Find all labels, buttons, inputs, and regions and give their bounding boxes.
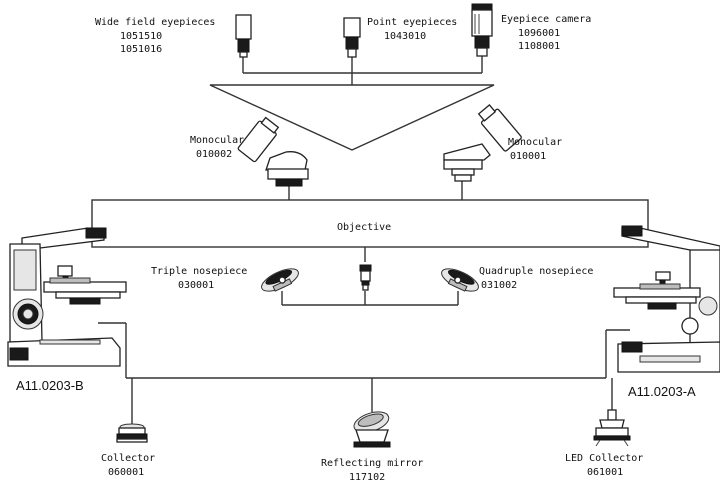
- eyepiece-camera-code-1: 1096001: [518, 28, 560, 39]
- microscope-right-illustration: [613, 225, 720, 373]
- labels: Wide field eyepieces 1051510 1051016 Poi…: [16, 14, 696, 483]
- monocular-left-code: 010002: [196, 149, 232, 160]
- wide-field-eyepiece-icon: [235, 14, 252, 58]
- objective-lens-icon: [359, 264, 372, 291]
- collector-code: 060001: [108, 467, 144, 478]
- monocular-right-title: Monocular: [508, 137, 562, 148]
- wide-field-title: Wide field eyepieces: [95, 17, 215, 28]
- collector-title: Collector: [101, 453, 155, 464]
- collector-icon: [116, 423, 148, 443]
- led-collector-code: 061001: [587, 467, 623, 478]
- microscope-left-illustration: [7, 227, 127, 367]
- model-label-right: A11.0203-A: [628, 384, 696, 399]
- quadruple-nosepiece-title: Quadruple nosepiece: [479, 266, 593, 277]
- connector-lines: [91, 56, 649, 424]
- led-collector-icon: [593, 409, 631, 447]
- monocular-left-title: Monocular: [190, 135, 244, 146]
- point-eyepiece-title: Point eyepieces: [367, 17, 457, 28]
- triple-nosepiece-code: 030001: [178, 280, 214, 291]
- point-eyepiece-code: 1043010: [384, 31, 426, 42]
- quadruple-nosepiece-code: 031002: [481, 280, 517, 291]
- monocular-right-code: 010001: [510, 151, 546, 162]
- triple-nosepiece-icon: [261, 268, 299, 292]
- quadruple-nosepiece-icon: [441, 268, 479, 292]
- eyepiece-camera-icon: [471, 3, 493, 57]
- point-eyepiece-icon: [343, 17, 361, 58]
- monocular-head-left-icon: [237, 116, 309, 187]
- reflecting-mirror-code: 117102: [349, 472, 385, 483]
- wide-field-code-2: 1051016: [120, 44, 162, 55]
- wide-field-code-1: 1051510: [120, 31, 162, 42]
- reflecting-mirror-title: Reflecting mirror: [321, 458, 423, 469]
- model-label-left: A11.0203-B: [16, 378, 84, 393]
- triple-nosepiece-title: Triple nosepiece: [151, 266, 247, 277]
- led-collector-title: LED Collector: [565, 453, 643, 464]
- eyepiece-camera-title: Eyepiece camera: [501, 14, 591, 25]
- reflecting-mirror-icon: [353, 411, 391, 448]
- objective-label: Objective: [337, 222, 391, 233]
- eyepiece-camera-code-2: 1108001: [518, 41, 560, 52]
- monocular-head-right-icon: [443, 104, 522, 182]
